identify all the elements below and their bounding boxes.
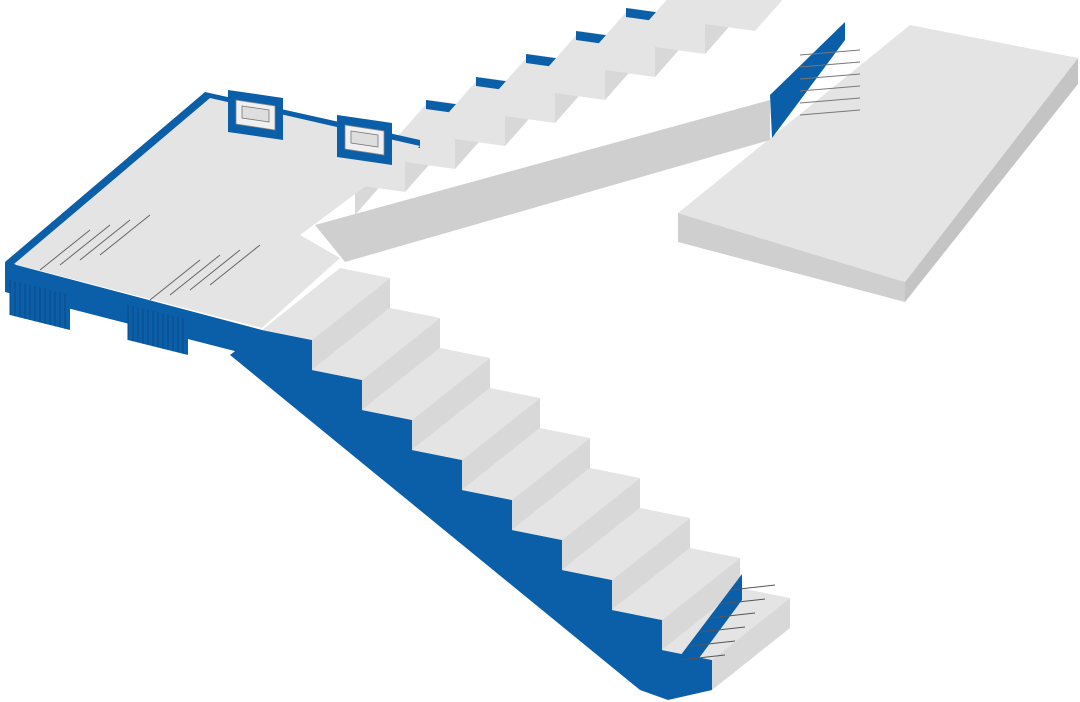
rebar-line xyxy=(99,214,151,256)
rebar-line xyxy=(189,249,241,291)
rebar-line xyxy=(799,49,861,56)
lower-step-riser xyxy=(662,558,740,650)
rebar-line xyxy=(799,61,861,68)
rebar-line xyxy=(59,224,111,266)
rebar-line xyxy=(799,109,861,116)
lower-step-riser xyxy=(612,518,690,610)
rebar-line xyxy=(689,640,736,647)
slab-joint-insulation xyxy=(770,22,845,138)
rebar-line xyxy=(149,259,201,301)
lower-step-tread xyxy=(262,268,390,340)
lower-step-riser xyxy=(312,278,390,370)
upper-step-tread xyxy=(705,0,783,31)
landing-left-insulation xyxy=(5,92,212,266)
lower-step-tread xyxy=(562,508,690,580)
lower-stair-flight xyxy=(230,268,790,700)
landing-top-face xyxy=(14,98,420,328)
acoustic-bearing-elements xyxy=(9,90,392,355)
wall-bearing-box-1-inner xyxy=(241,105,270,123)
rebar-line xyxy=(709,612,756,619)
rebar-line xyxy=(169,254,221,296)
lower-step-riser xyxy=(512,438,590,530)
rebar-line xyxy=(799,97,861,104)
rebar-line xyxy=(39,229,91,271)
lower-step-tread xyxy=(412,388,540,460)
rebar-line xyxy=(699,626,746,633)
lower-flight-end-insulation xyxy=(668,574,742,700)
lower-step-riser xyxy=(462,398,540,490)
rebar-line xyxy=(799,73,861,80)
slab-front-face xyxy=(678,213,905,302)
upper-flight-soffit xyxy=(315,100,770,262)
lower-step-tread xyxy=(462,428,590,500)
rebar-line xyxy=(209,244,261,286)
rebar-line xyxy=(729,584,776,591)
lower-step-riser xyxy=(712,598,790,690)
slab-top-face xyxy=(678,25,1078,282)
lower-step-tread xyxy=(512,468,640,540)
wall-bearing-box-2-inner xyxy=(350,130,379,148)
slab-side-face xyxy=(905,58,1078,302)
lower-step-riser xyxy=(412,358,490,450)
upper-landing-slab xyxy=(678,22,1078,302)
rebar-line xyxy=(799,85,861,92)
rebar-line xyxy=(719,598,766,605)
lower-step-riser xyxy=(562,478,640,570)
lower-flight-side-insulation xyxy=(230,330,712,700)
lower-step-riser xyxy=(362,318,440,410)
lower-step-tread xyxy=(362,348,490,420)
lower-step-tread xyxy=(612,548,740,620)
rebar-line xyxy=(679,654,726,661)
lower-step-tread xyxy=(312,308,440,380)
rebar-line xyxy=(79,219,131,261)
